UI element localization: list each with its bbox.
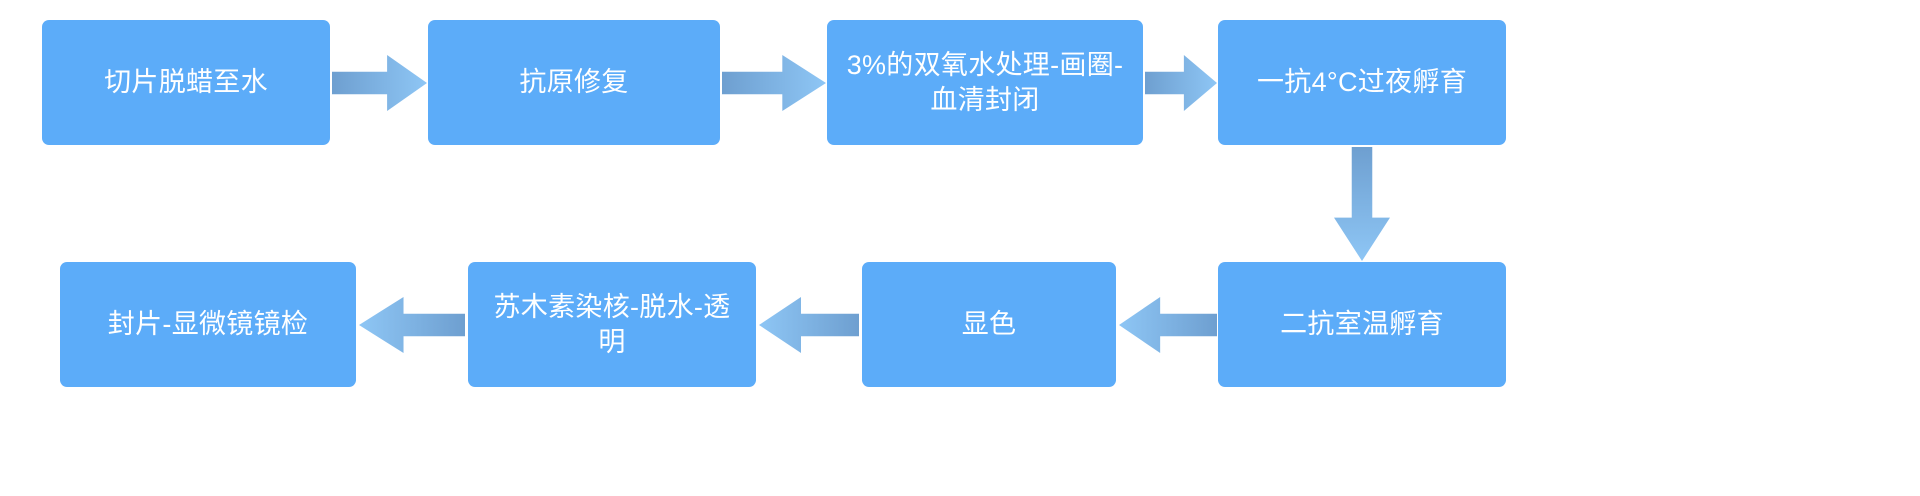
flow-node-mount-microscopy[interactable]: 封片-显微镜镜检 — [60, 262, 356, 387]
arrow-right-icon — [722, 55, 826, 111]
flow-node-label: 3%的双氧水处理-画圈- 血清封闭 — [846, 49, 1124, 115]
flow-node-label: 二抗室温孵育 — [1280, 309, 1444, 340]
arrow-right-icon — [1145, 55, 1217, 111]
arrow-left-icon — [759, 297, 859, 353]
flow-node-secondary-antibody[interactable]: 二抗室温孵育 — [1218, 262, 1506, 387]
flow-node-peroxide-serum-block[interactable]: 3%的双氧水处理-画圈- 血清封闭 — [827, 20, 1143, 145]
arrow-down-icon — [1334, 147, 1390, 261]
flow-node-label: 抗原修复 — [519, 67, 629, 98]
flow-node-label: 一抗4°C过夜孵育 — [1256, 67, 1467, 98]
arrow-left-icon — [359, 297, 465, 353]
flow-node-slice-deparaffinize[interactable]: 切片脱蜡至水 — [42, 20, 330, 145]
flow-node-color-development[interactable]: 显色 — [862, 262, 1116, 387]
flow-node-antigen-retrieval[interactable]: 抗原修复 — [428, 20, 720, 145]
arrow-left-icon — [1119, 297, 1217, 353]
flow-node-label: 苏木素染核-脱水-透 明 — [493, 291, 731, 357]
flow-node-label: 切片脱蜡至水 — [104, 67, 268, 98]
flow-node-label: 封片-显微镜镜检 — [107, 309, 309, 340]
flow-node-primary-antibody[interactable]: 一抗4°C过夜孵育 — [1218, 20, 1506, 145]
arrow-right-icon — [332, 55, 427, 111]
flow-node-label: 显色 — [961, 309, 1017, 340]
flow-node-hematoxylin-dehydrate-clear[interactable]: 苏木素染核-脱水-透 明 — [468, 262, 756, 387]
